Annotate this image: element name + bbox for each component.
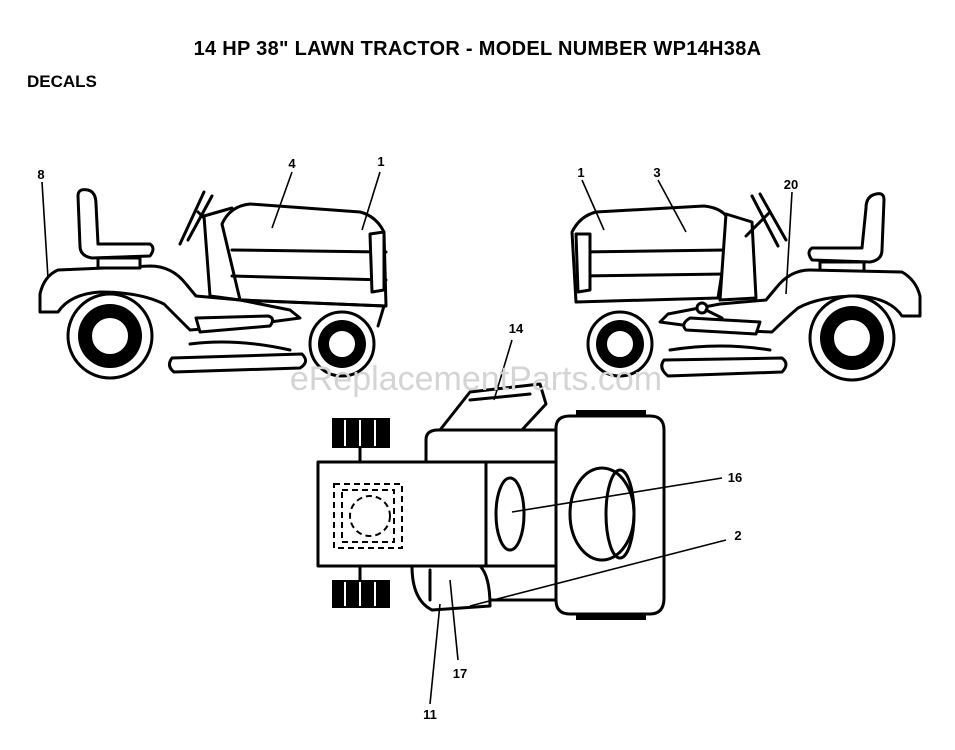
callout-14: 14	[509, 321, 524, 336]
section-label: DECALS	[27, 72, 97, 91]
callout-3: 3	[653, 165, 660, 180]
callout-8: 8	[37, 167, 44, 182]
callout-1-right: 1	[577, 165, 584, 180]
callout-17: 17	[453, 666, 467, 681]
callout-20: 20	[784, 177, 798, 192]
page-title: 14 HP 38" LAWN TRACTOR - MODEL NUMBER WP…	[193, 38, 762, 60]
tractor-right-side-view: 1 3 20	[570, 165, 922, 382]
callout-4: 4	[288, 156, 296, 171]
callout-11: 11	[423, 707, 437, 722]
tractor-top-view: 14 16 2 17 11	[316, 321, 742, 722]
callout-16: 16	[728, 470, 742, 485]
callout-1-left: 1	[377, 154, 384, 169]
watermark: eReplacementParts.com	[290, 360, 662, 398]
callout-2: 2	[734, 528, 741, 543]
tractor-left-side-view: 8 4 1	[37, 154, 388, 380]
